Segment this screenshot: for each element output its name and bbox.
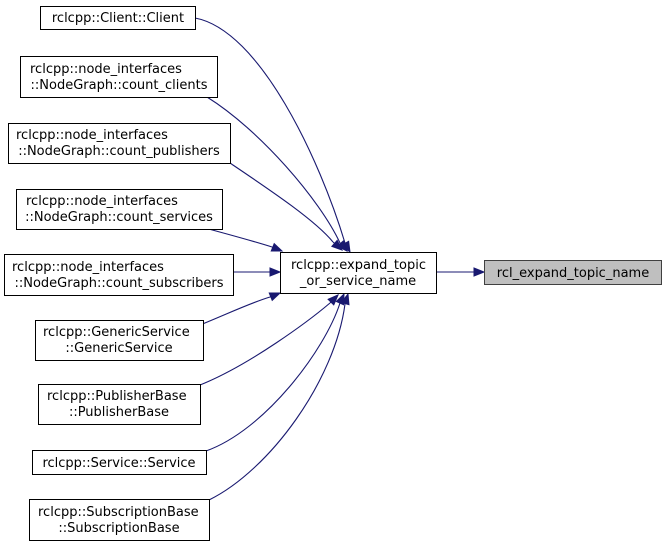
node-count-clients-label-line1: rclcpp::node_interfaces [30,62,182,77]
node-generic-service-label-line2: ::GenericService [65,341,172,356]
node-expand-topic-or-service-name[interactable]: rclcpp::expand_topic _or_service_name [280,252,437,294]
node-rcl-expand-topic-name[interactable]: rcl_expand_topic_name [484,260,662,285]
node-count-clients[interactable]: rclcpp::node_interfaces ::NodeGraph::cou… [20,56,218,98]
node-subscription-base-label-line1: rclcpp::SubscriptionBase [38,505,199,520]
edge-clients-to-expand [206,96,341,244]
node-service-service[interactable]: rclcpp::Service::Service [32,450,207,475]
node-service-service-label: rclcpp::Service::Service [42,456,195,471]
node-client-client-label: rclcpp::Client::Client [52,11,184,26]
node-generic-service[interactable]: rclcpp::GenericService ::GenericService [35,320,204,361]
node-expand-label-line2: _or_service_name [299,274,416,289]
node-rcl-expand-topic-name-label: rcl_expand_topic_name [497,266,649,281]
node-count-subscribers[interactable]: rclcpp::node_interfaces ::NodeGraph::cou… [4,254,234,296]
node-count-subscribers-label-line1: rclcpp::node_interfaces [12,260,164,275]
node-count-publishers-label-line1: rclcpp::node_interfaces [16,128,168,143]
arrowhead-subscribers-to-expand [269,267,282,277]
edge-service-to-expand [205,302,341,452]
arrowhead-generic-to-expand [268,292,282,302]
arrowhead-services-to-expand [270,242,284,252]
node-publisher-base[interactable]: rclcpp::PublisherBase ::PublisherBase [38,384,201,425]
node-expand-label-line1: rclcpp::expand_topic [291,258,426,273]
node-count-services-label-line1: rclcpp::node_interfaces [26,194,178,209]
node-count-publishers[interactable]: rclcpp::node_interfaces ::NodeGraph::cou… [8,123,231,164]
node-publisher-base-label-line2: ::PublisherBase [69,405,169,420]
edge-publishers-to-expand [229,162,334,243]
node-count-services-label-line2: ::NodeGraph::count_services [25,210,213,225]
node-publisher-base-label-line1: rclcpp::PublisherBase [47,389,187,404]
node-count-subscribers-label-line2: ::NodeGraph::count_subscribers [14,276,223,291]
edge-generic-to-expand [199,296,271,326]
node-client-client[interactable]: rclcpp::Client::Client [40,6,196,30]
edge-pubbase-to-expand [199,302,331,386]
node-count-services[interactable]: rclcpp::node_interfaces ::NodeGraph::cou… [16,189,223,230]
node-subscription-base[interactable]: rclcpp::SubscriptionBase ::SubscriptionB… [29,499,210,541]
node-count-publishers-label-line2: ::NodeGraph::count_publishers [18,144,220,159]
node-generic-service-label-line1: rclcpp::GenericService [43,325,190,340]
edge-tail-pubbase-to-expand [329,301,332,304]
edge-tail-publishers-to-expand [332,241,335,244]
node-count-clients-label-line2: ::NodeGraph::count_clients [31,78,208,93]
edge-subbase-to-expand [208,303,346,501]
arrowhead-subbase-to-expand [340,292,350,306]
edges-layer [189,17,486,501]
node-subscription-base-label-line2: ::SubscriptionBase [58,521,179,536]
arrowhead-expand-to-rcl [473,267,486,277]
edge-client-to-expand [194,17,346,244]
